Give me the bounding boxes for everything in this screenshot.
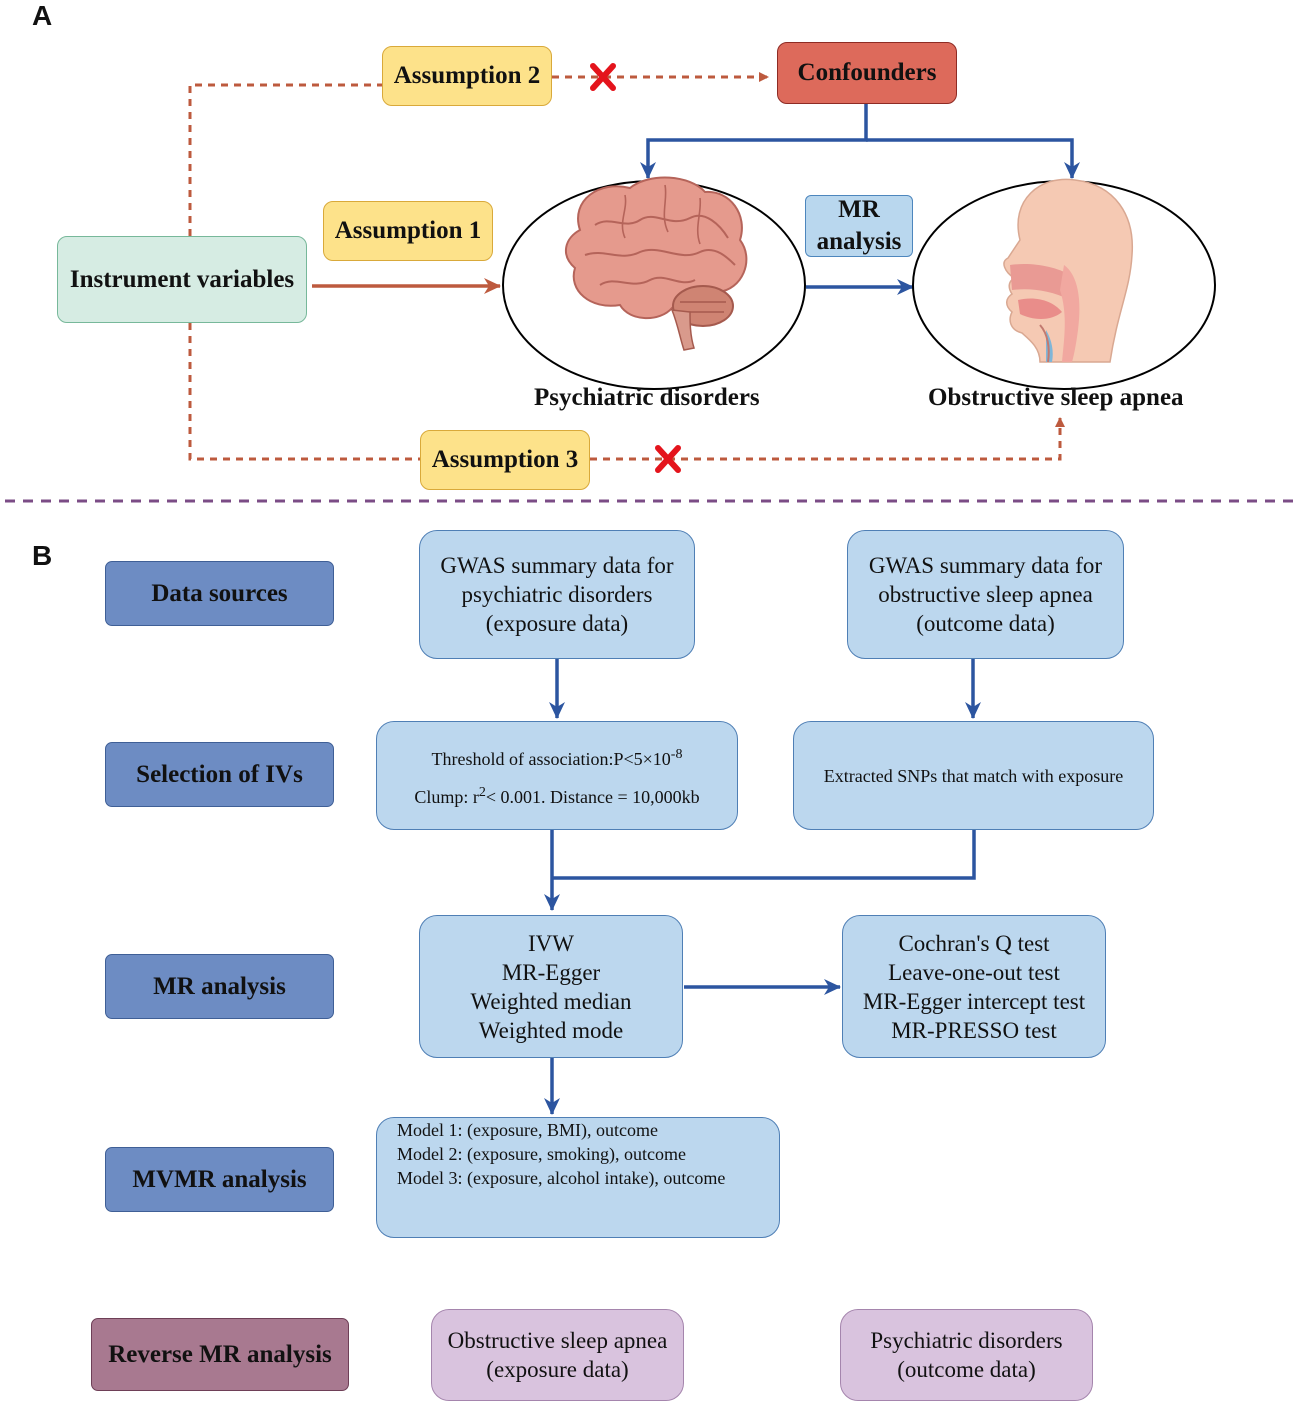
cross-icon [655,445,681,473]
test-item: Leave-one-out test [888,959,1060,985]
test-item: MR-PRESSO test [891,1017,1057,1043]
method-item: Weighted mode [478,1017,624,1043]
assumption1-box: Assumption 1 [323,201,493,261]
mr-tag-line: MR [838,196,880,223]
box-line: (exposure data) [486,1357,629,1382]
model-item: Model 3: (exposure, alcohol intake), out… [397,1168,726,1188]
threshold-exponent: -8 [670,746,683,762]
model-item: Model 1: (exposure, BMI), outcome [397,1120,658,1140]
clump-suffix: < 0.001. Distance = 10,000kb [485,786,700,807]
row-label-selection: Selection of IVs [105,742,334,807]
box-line: GWAS summary data for [440,553,674,578]
outcome-label: Obstructive sleep apnea [928,384,1184,411]
row-label-mvmr: MVMR analysis [105,1147,334,1212]
panel-b-letter: B [32,540,53,571]
confounders-box: Confounders [777,42,957,104]
test-item: Cochran's Q test [898,930,1050,956]
box-line: Obstructive sleep apnea [447,1328,668,1353]
method-item: IVW [528,930,574,956]
reverse-exposure-box: Obstructive sleep apnea (exposure data) [431,1309,684,1401]
box-line: obstructive sleep apnea [878,582,1093,607]
test-item: MR-Egger intercept test [862,988,1086,1014]
sensitivity-tests-box: Cochran's Q test Leave-one-out test MR-E… [842,915,1106,1058]
box-line: GWAS summary data for [868,553,1103,578]
extracted-merge-line [552,830,976,880]
confounders-branch [640,104,868,179]
threshold-line: Threshold of association:P<5×10-8 [432,738,683,776]
reverse-outcome-box: Psychiatric disorders (outcome data) [840,1309,1093,1401]
gwas-exposure-box: GWAS summary data for psychiatric disord… [419,530,695,659]
cross-icon [590,63,616,91]
assumption3-path [188,323,420,461]
box-line: Psychiatric disorders [870,1328,1063,1353]
assumption3-box: Assumption 3 [420,430,590,490]
exposure-label: Psychiatric disorders [534,384,760,411]
threshold-box: Threshold of association:P<5×10-8 Clump:… [376,721,738,830]
threshold-text: Threshold of association:P<5×10 [431,748,671,769]
row-label-data-sources: Data sources [105,561,334,626]
mr-analysis-tag: MR analysis [805,195,913,257]
head-airway-icon [1003,178,1133,363]
brain-icon [565,176,748,351]
row-label-reverse: Reverse MR analysis [91,1318,349,1391]
method-item: MR-Egger [501,959,601,985]
gwas-outcome-box: GWAS summary data for obstructive sleep … [847,530,1124,659]
clump-exponent: 2 [478,784,486,800]
row-label-mr-analysis: MR analysis [105,954,334,1019]
box-line: (outcome data) [916,611,1055,636]
box-line: (outcome data) [897,1357,1036,1382]
box-line: psychiatric disorders [461,582,653,607]
method-item: Weighted median [470,988,632,1014]
assumption3-to-outcome [590,417,1065,461]
model-item: Model 2: (exposure, smoking), outcome [397,1144,686,1164]
box-line: (exposure data) [485,611,629,636]
clump-text: Clump: r [414,786,479,807]
clump-line: Clump: r2< 0.001. Distance = 10,000kb [414,776,699,814]
mr-methods-box: IVW MR-Egger Weighted median Weighted mo… [419,915,683,1058]
confounders-branch [866,138,1080,179]
assumption2-path [188,83,382,236]
instrument-variables-box: Instrument variables [57,236,307,323]
mr-tag-line: analysis [816,228,902,255]
assumption2-box: Assumption 2 [382,46,552,106]
panel-a-letter: A [32,0,53,31]
mvmr-models-box: Model 1: (exposure, BMI), outcome Model … [376,1117,780,1238]
extracted-snps-box: Extracted SNPs that match with exposure [793,721,1154,830]
